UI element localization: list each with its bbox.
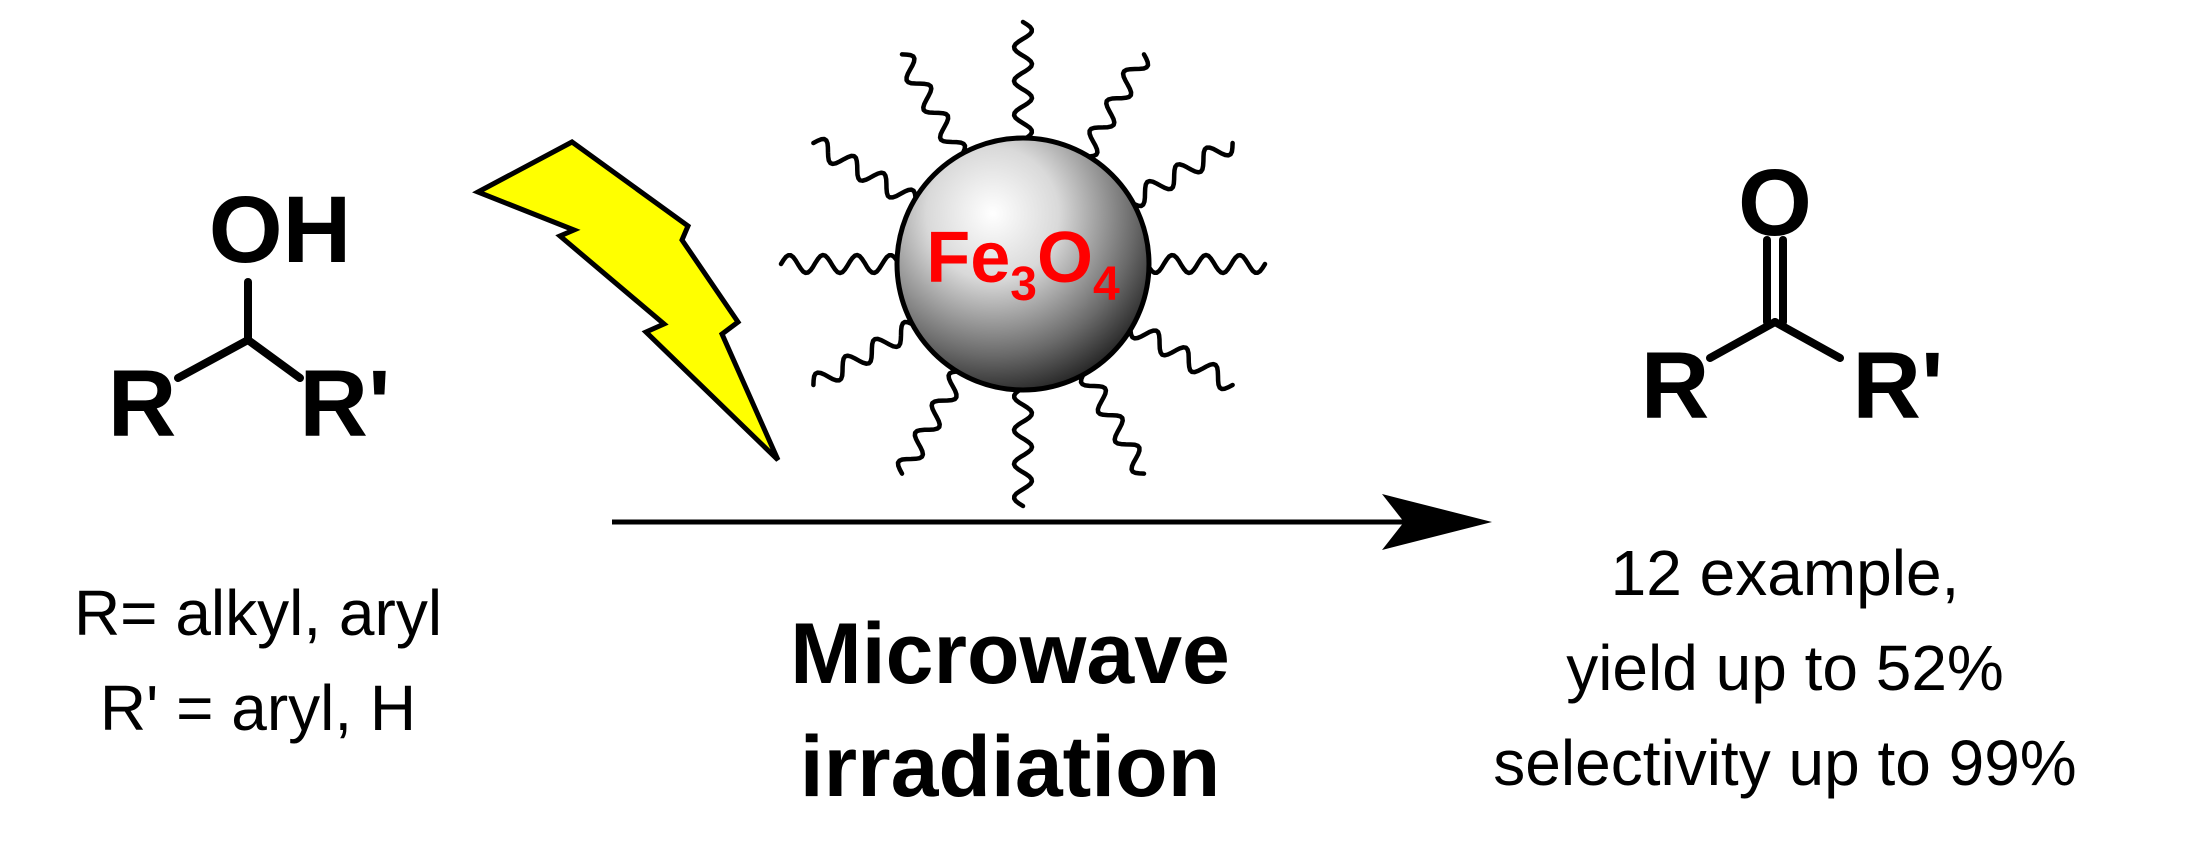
result-line2: yield up to 52% — [1566, 632, 2004, 704]
ligand-chain — [778, 252, 902, 276]
reaction-arrow — [612, 494, 1492, 550]
ligand-chain — [811, 319, 918, 388]
ligand-chain — [1078, 369, 1147, 476]
arrow-head — [1382, 494, 1492, 550]
reactant-r-label: R — [108, 351, 177, 457]
reactant-r-prime-label: R' — [299, 351, 390, 457]
product-structure: O R R' — [1641, 150, 1944, 439]
lightning-bolt-icon — [472, 139, 781, 462]
reaction-results: 12 example, yield up to 52% selectivity … — [1493, 537, 2076, 799]
conditions-line2: irradiation — [800, 719, 1221, 815]
result-line1: 12 example, — [1611, 537, 1960, 609]
conditions-line1: Microwave — [790, 606, 1230, 702]
ligand-chain — [899, 52, 968, 159]
ligand-chain — [1144, 252, 1268, 276]
nanoparticle-core — [894, 135, 1152, 393]
ligand-chain — [811, 136, 918, 205]
product-right-bond — [1771, 318, 1844, 362]
ligand-chain — [1011, 19, 1035, 143]
nanoparticle-formula: Fe3O4 — [926, 218, 1120, 311]
product-left-bond — [1706, 318, 1779, 362]
product-r-prime-label: R' — [1852, 333, 1943, 439]
reaction-conditions: Microwave irradiation — [790, 606, 1230, 815]
result-line3: selectivity up to 99% — [1493, 727, 2076, 799]
reactant-structure: OH R R' — [108, 177, 391, 457]
ligand-shell — [778, 19, 1268, 509]
fe3o4-nanoparticle: Fe3O4 — [778, 19, 1268, 509]
ligand-chain — [1082, 52, 1151, 159]
reactant-left-bond — [174, 336, 252, 382]
reactant-hydroxyl-label: OH — [209, 177, 352, 283]
ligand-chain — [895, 369, 964, 476]
ligand-chain — [1128, 140, 1235, 209]
ligand-chain — [1128, 323, 1235, 392]
substituent-note-line2: R' = aryl, H — [100, 672, 416, 744]
substituent-definition: R= alkyl, aryl R' = aryl, H — [74, 577, 442, 744]
ligand-chain — [1011, 385, 1035, 509]
product-r-label: R — [1641, 333, 1710, 439]
reactant-right-bond — [244, 336, 304, 382]
product-carbonyl-label: O — [1738, 150, 1812, 256]
substituent-note-line1: R= alkyl, aryl — [74, 577, 442, 649]
